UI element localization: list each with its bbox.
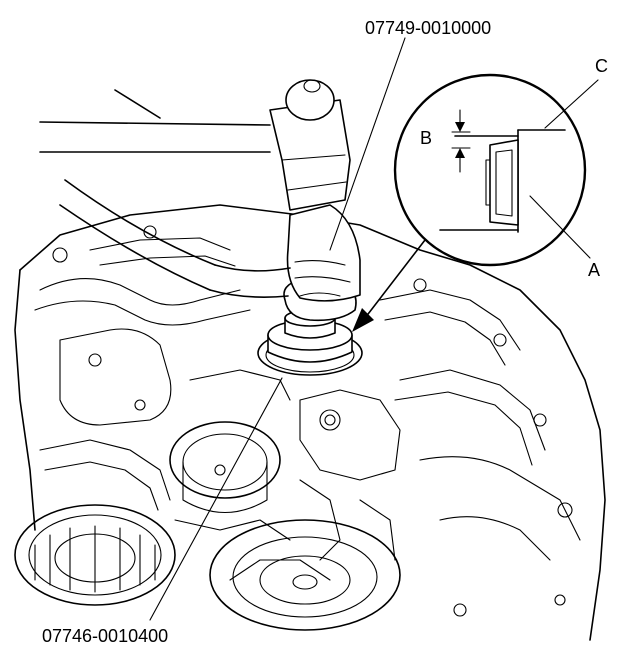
hammer <box>39 79 351 211</box>
label-tool-top: 07749-0010000 <box>365 18 491 38</box>
callout-c: C <box>595 56 608 76</box>
valve-body-casting <box>14 204 606 641</box>
seal-driver-attachment <box>267 309 353 363</box>
splined-bore <box>14 504 176 606</box>
round-boss <box>209 519 401 631</box>
hand <box>59 179 361 322</box>
callout-b: B <box>420 128 432 148</box>
callout-a: A <box>588 260 600 280</box>
label-tool-bottom: 07746-0010400 <box>42 626 168 646</box>
detail-inset <box>393 73 587 267</box>
inset-arrow <box>352 239 426 332</box>
center-bore <box>169 421 281 514</box>
leader-lines <box>149 37 599 621</box>
